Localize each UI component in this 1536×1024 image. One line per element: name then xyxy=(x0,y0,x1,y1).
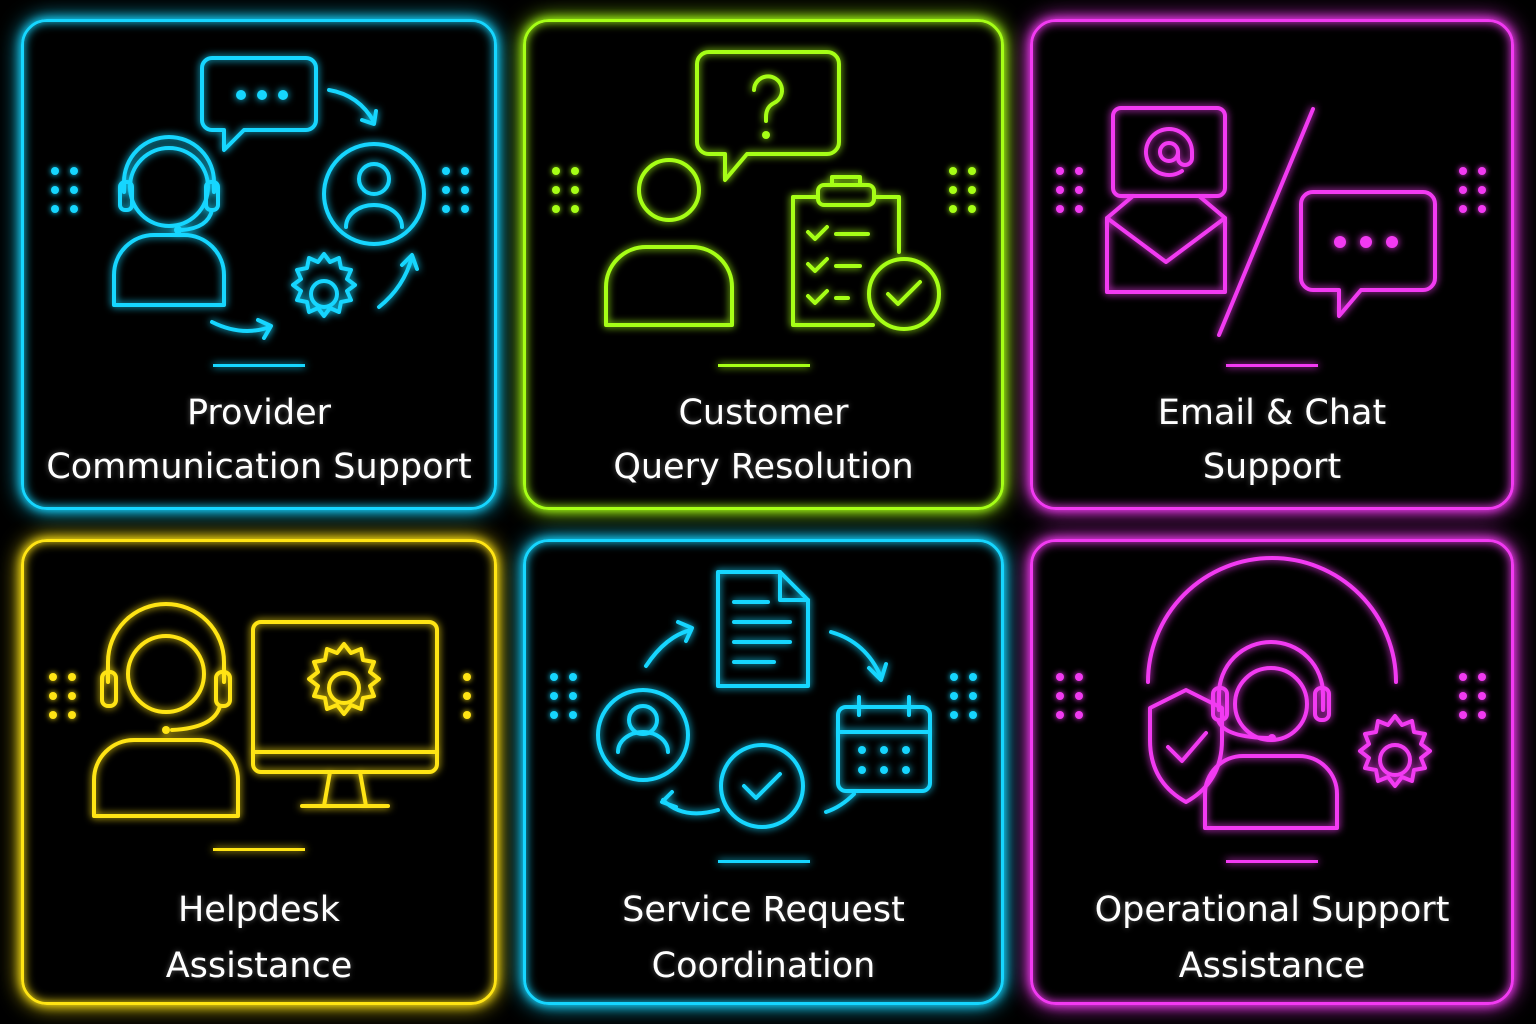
card-title-line2: Assistance xyxy=(1178,946,1366,986)
title-divider xyxy=(213,848,305,851)
card-title: Email & Chat Support xyxy=(1033,386,1511,494)
card-title-line1: Service Request xyxy=(622,890,905,930)
card-title: Provider Communication Support xyxy=(24,386,494,494)
card-title-line2: Coordination xyxy=(651,946,876,986)
dots-left xyxy=(552,167,579,213)
dots-right xyxy=(463,673,471,719)
card-helpdesk-assistance[interactable]: Helpdesk Assistance xyxy=(21,539,497,1005)
title-divider xyxy=(1226,860,1318,863)
dots-right xyxy=(1459,167,1486,213)
title-divider xyxy=(717,364,810,367)
query-checklist-icon xyxy=(604,50,941,331)
dots-right xyxy=(442,167,469,213)
dots-left xyxy=(1056,673,1083,719)
card-title-line1: Customer xyxy=(678,393,849,433)
title-divider xyxy=(717,860,810,863)
card-title-line2: Query Resolution xyxy=(613,447,914,487)
card-title-line1: Helpdesk xyxy=(177,890,341,930)
agent-communication-cycle-icon xyxy=(112,56,426,340)
helpdesk-monitor-icon xyxy=(92,602,439,818)
card-customer-query-resolution[interactable]: Customer Query Resolution xyxy=(523,19,1004,510)
dots-left xyxy=(49,673,76,719)
card-title: Helpdesk Assistance xyxy=(24,882,494,994)
card-email-chat-support[interactable]: Email & Chat Support xyxy=(1030,19,1514,510)
dots-right xyxy=(949,167,976,213)
card-title-line2: Support xyxy=(1202,447,1342,487)
card-provider-communication-support[interactable]: Provider Communication Support xyxy=(21,19,497,510)
card-title: Operational Support Assistance xyxy=(1033,882,1511,994)
dots-right xyxy=(950,673,977,719)
dots-right xyxy=(1459,673,1486,719)
card-title: Service Request Coordination xyxy=(526,882,1001,994)
card-title-line1: Email & Chat xyxy=(1157,393,1387,433)
email-chat-icon xyxy=(1105,106,1437,337)
card-title: Customer Query Resolution xyxy=(526,386,1001,494)
dots-left xyxy=(1056,167,1083,213)
title-divider xyxy=(1226,364,1318,367)
card-title-line1: Provider xyxy=(186,393,332,433)
service-request-cycle-icon xyxy=(596,570,932,829)
card-service-request-coordination[interactable]: Service Request Coordination xyxy=(523,539,1004,1005)
dots-left xyxy=(51,167,78,213)
title-divider xyxy=(213,364,305,367)
card-title-line2: Assistance xyxy=(165,946,353,986)
card-operational-support-assistance[interactable]: Operational Support Assistance xyxy=(1030,539,1514,1005)
operational-support-icon xyxy=(1146,556,1432,830)
card-title-line1: Operational Support xyxy=(1094,890,1450,930)
card-title-line2: Communication Support xyxy=(46,447,472,487)
dots-left xyxy=(550,673,577,719)
